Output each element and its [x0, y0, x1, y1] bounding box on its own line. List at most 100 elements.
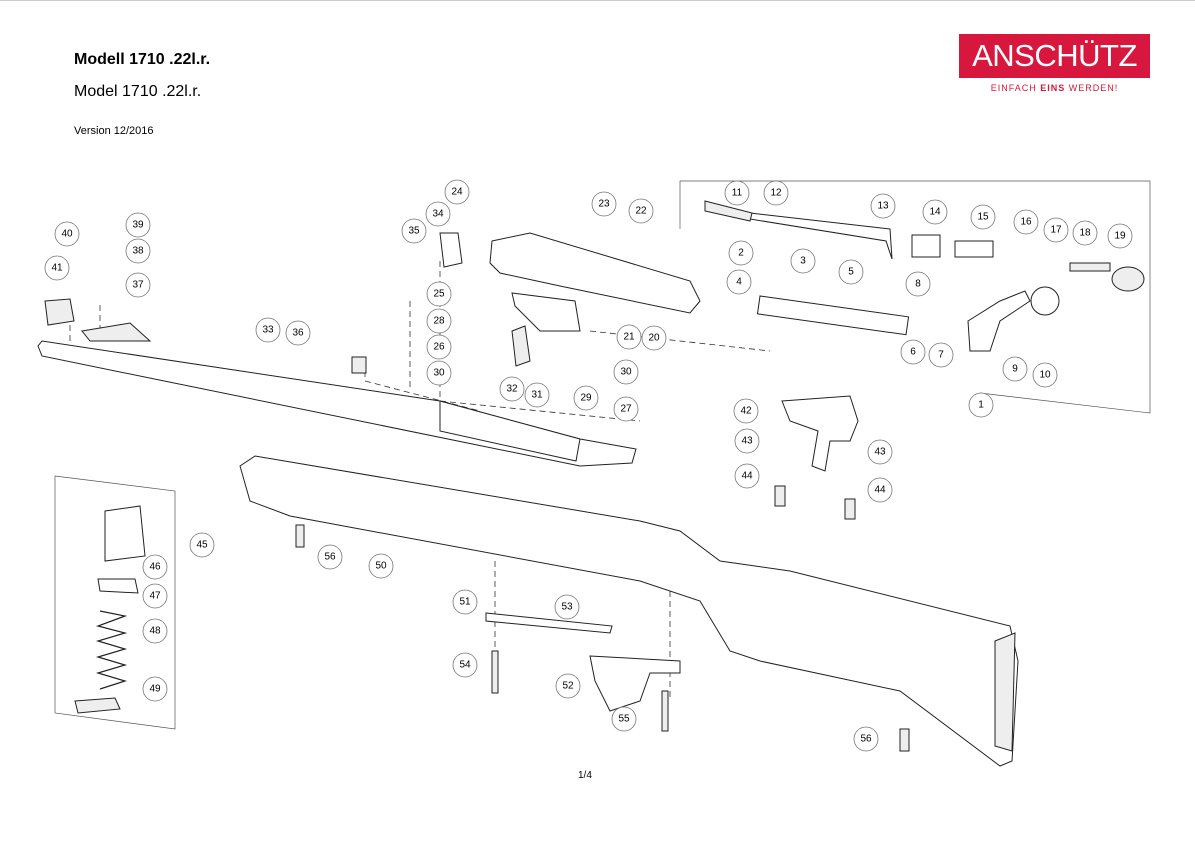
callout-circle	[189, 532, 215, 558]
callout-circle	[853, 726, 879, 752]
callout-1: 40	[54, 221, 80, 247]
callout-number: 11	[732, 188, 743, 199]
callout-49: 47	[142, 583, 168, 609]
callout-circle	[452, 589, 478, 615]
callout-40: 10	[1032, 362, 1058, 388]
callout-circle	[970, 204, 996, 230]
callout-number: 17	[1050, 225, 1062, 236]
callout-circle	[125, 272, 151, 298]
callout-circle	[426, 308, 452, 334]
callout-20: 30	[613, 359, 639, 385]
callout-number: 18	[1079, 228, 1091, 239]
callout-27: 15	[970, 204, 996, 230]
callout-circle	[125, 238, 151, 264]
rear-sight	[81, 322, 152, 342]
callout-number: 45	[196, 540, 208, 551]
callout-number: 30	[620, 367, 632, 378]
slogan-pre: EINFACH	[990, 83, 1041, 93]
callout-25: 13	[870, 193, 896, 219]
callout-circle	[554, 594, 580, 620]
callout-circle	[1043, 217, 1069, 243]
callout-number: 24	[451, 187, 463, 198]
cocking-piece	[954, 240, 994, 258]
callout-14: 26	[426, 334, 452, 360]
callout-number: 22	[635, 206, 647, 217]
callout-circle	[724, 180, 750, 206]
anschutz-logo: ANSCHÜTZ	[959, 34, 1150, 78]
callout-17: 31	[524, 382, 550, 408]
callout-circle	[524, 382, 550, 408]
callout-number: 13	[877, 201, 889, 212]
bolt-group-frame	[679, 180, 1151, 414]
callout-circle	[142, 554, 168, 580]
callout-number: 56	[324, 552, 336, 563]
callout-number: 19	[1114, 231, 1126, 242]
callout-number: 37	[132, 280, 144, 291]
callout-circle	[1002, 356, 1028, 382]
callout-59: 56	[853, 726, 879, 752]
bolt-cap	[1111, 266, 1145, 292]
callout-number: 38	[132, 246, 144, 257]
callout-8: 23	[591, 191, 617, 217]
callout-number: 53	[561, 602, 573, 613]
trigger-guard	[589, 655, 681, 712]
callout-4: 37	[125, 272, 151, 298]
callout-circle	[733, 398, 759, 424]
trigger-assembly	[781, 395, 859, 472]
callout-11: 35	[401, 218, 427, 244]
callout-42: 42	[733, 398, 759, 424]
callout-circle	[444, 179, 470, 205]
callout-number: 48	[149, 626, 161, 637]
callout-number: 40	[61, 229, 73, 240]
callout-circle	[838, 259, 864, 285]
callout-number: 51	[459, 597, 471, 608]
callout-circle	[54, 221, 80, 247]
callout-30: 18	[1072, 220, 1098, 246]
callout-number: 4	[736, 277, 742, 288]
callout-41: 1	[968, 392, 994, 418]
callout-46: 44	[867, 477, 893, 503]
follower	[97, 578, 139, 594]
callout-circle	[1032, 362, 1058, 388]
callout-number: 29	[580, 393, 592, 404]
callout-number: 43	[741, 436, 753, 447]
callout-number: 34	[432, 209, 444, 220]
trigger-lever	[511, 325, 531, 367]
callout-23: 11	[724, 180, 750, 206]
bolt-handle	[967, 290, 1031, 352]
callout-29: 17	[1043, 217, 1069, 243]
callout-47: 45	[189, 532, 215, 558]
callout-28: 16	[1013, 209, 1039, 235]
callout-37: 6	[900, 339, 926, 365]
callout-12: 25	[426, 281, 452, 307]
callout-circle	[452, 652, 478, 678]
callout-32: 2	[728, 240, 754, 266]
callout-38: 7	[928, 342, 954, 368]
callout-number: 47	[149, 591, 161, 602]
magazine	[104, 505, 146, 562]
callout-circle	[613, 359, 639, 385]
callout-circle	[142, 583, 168, 609]
callout-circle	[573, 385, 599, 411]
title-german: Modell 1710 .22l.r.	[74, 51, 211, 68]
callout-2: 38	[125, 238, 151, 264]
callout-33: 3	[790, 248, 816, 274]
callout-circle	[1107, 223, 1133, 249]
callout-circle	[734, 428, 760, 454]
callout-number: 33	[262, 325, 274, 336]
bolt-sleeve	[911, 234, 941, 258]
callout-circle	[317, 544, 343, 570]
callout-circle	[1072, 220, 1098, 246]
callout-number: 6	[910, 347, 916, 358]
callout-51: 49	[142, 676, 168, 702]
callout-circle	[142, 676, 168, 702]
callout-circle	[641, 325, 667, 351]
callout-number: 42	[740, 406, 752, 417]
callout-circle	[555, 673, 581, 699]
callout-22: 20	[641, 325, 667, 351]
screw	[295, 524, 305, 548]
buttplate	[994, 632, 1016, 752]
callout-number: 1	[978, 400, 984, 411]
callout-number: 49	[149, 684, 161, 695]
